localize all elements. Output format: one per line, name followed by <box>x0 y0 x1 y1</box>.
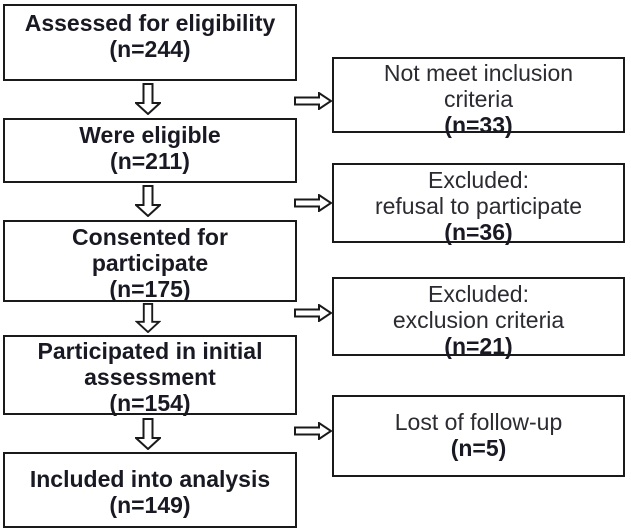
box-count: (n=5) <box>450 435 507 461</box>
box-line: Consented for <box>72 224 228 250</box>
right-arrow-icon-1 <box>294 92 332 110</box>
box-count: (n=175) <box>109 276 191 302</box>
box-count: (n=149) <box>109 492 191 518</box>
box-line: Participated in initial <box>37 338 263 364</box>
box-count: (n=154) <box>109 390 191 416</box>
box-line: criteria <box>443 86 513 112</box>
box-lost-of-follow-up: Lost of follow-up (n=5) <box>332 395 625 477</box>
box-line: Lost of follow-up <box>394 409 563 435</box>
box-line: Not meet inclusion <box>383 60 574 86</box>
box-excluded-refusal-to-participate: Excluded: refusal to participate (n=36) <box>332 163 625 245</box>
down-arrow-icon-4 <box>135 418 161 450</box>
box-line: assessment <box>84 364 216 390</box>
down-arrow-icon-3 <box>135 303 161 333</box>
right-arrow-icon-2 <box>294 194 332 212</box>
box-line: refusal to participate <box>374 193 583 219</box>
box-excluded-exclusion-criteria: Excluded: exclusion criteria (n=21) <box>332 277 625 359</box>
box-count: (n=211) <box>110 148 190 174</box>
box-count: (n=244) <box>109 36 191 62</box>
box-line: Excluded: <box>427 167 529 193</box>
box-included-into-analysis: Included into analysis (n=149) <box>3 452 297 528</box>
box-consented-for-participate: Consented for participate (n=175) <box>3 220 297 302</box>
box-not-meet-inclusion-criteria: Not meet inclusion criteria (n=33) <box>332 57 625 138</box>
box-line: Included into analysis <box>29 466 271 492</box>
box-line: exclusion criteria <box>392 307 565 333</box>
down-arrow-icon-1 <box>135 83 161 115</box>
box-assessed-for-eligibility: Assessed for eligibility (n=244) <box>3 4 297 81</box>
box-participated-initial-assessment: Participated in initial assessment (n=15… <box>3 335 297 416</box>
box-line: Were eligible <box>79 122 221 148</box>
box-line: Assessed for eligibility <box>24 10 276 36</box>
right-arrow-icon-4 <box>294 422 332 440</box>
box-line: Excluded: <box>427 281 529 307</box>
box-count: (n=21) <box>444 333 513 359</box>
down-arrow-icon-2 <box>135 185 161 217</box>
box-count: (n=36) <box>444 219 513 245</box>
box-count: (n=33) <box>444 112 513 138</box>
box-line: participate <box>91 250 209 276</box>
box-were-eligible: Were eligible (n=211) <box>3 118 297 183</box>
right-arrow-icon-3 <box>294 304 332 322</box>
